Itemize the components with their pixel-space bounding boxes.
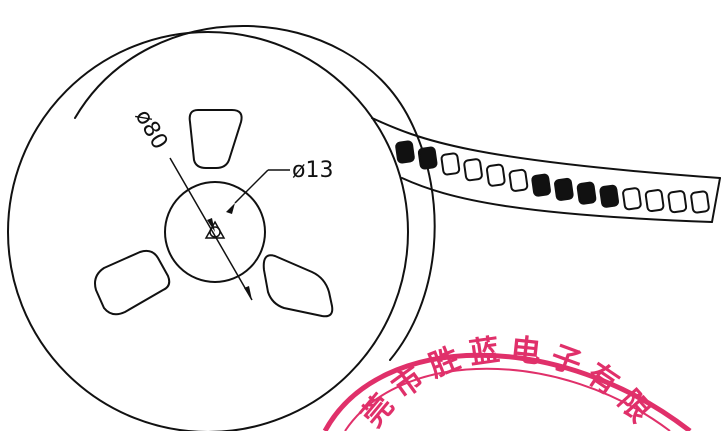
tape-pocket-empty	[690, 190, 710, 214]
tape-pocket-empty	[440, 152, 461, 176]
stamp-ring-inner	[344, 367, 671, 431]
tape-bottom-edge	[401, 177, 713, 223]
reel-back-flange	[74, 25, 436, 361]
stamp-ring-outer	[322, 352, 692, 431]
tape-pocket-empty	[485, 163, 506, 187]
dimension-arrow-hub	[226, 203, 235, 214]
tape-pocket-empty	[463, 158, 483, 182]
company-seal-stamp: 莞市胜蓝电子有限	[322, 332, 692, 431]
dimension-arrow-top	[207, 218, 215, 232]
reel-front-flange	[7, 31, 409, 431]
carrier-tape	[371, 117, 721, 223]
tape-pocket-filled	[554, 177, 574, 201]
tape-pocket-empty	[667, 190, 688, 214]
stamp-char: 电	[509, 332, 542, 370]
hub-diameter-label: ø13	[292, 158, 333, 183]
reel-window-right	[262, 254, 334, 318]
dimension-arrow-bottom	[244, 286, 252, 300]
stamp-char: 有	[581, 357, 625, 403]
stamp-char: 蓝	[467, 333, 502, 372]
tape-pocket-empty	[622, 187, 642, 211]
stamp-char: 莞	[355, 388, 401, 431]
reel-hub	[164, 181, 266, 283]
tape-pocket-filled	[417, 146, 438, 170]
stamp-char: 市	[386, 360, 431, 406]
tape-top-edge	[371, 117, 721, 179]
reel-window-left	[94, 249, 171, 316]
tape-pocket-filled	[576, 181, 597, 205]
tape-pocket-filled	[531, 173, 551, 197]
tape-pocket-empty	[508, 168, 529, 192]
hub-dimension-line	[234, 169, 269, 204]
tape-end-edge	[711, 177, 721, 223]
reel-window-top	[188, 109, 243, 169]
tape-pocket-empty	[644, 189, 665, 213]
outer-diameter-label: ø80	[130, 106, 172, 154]
outer-dimension-line	[169, 157, 253, 301]
tape-pockets	[395, 140, 710, 214]
stamp-char: 胜	[424, 341, 465, 385]
tape-pocket-filled	[599, 184, 620, 208]
tape-pocket-filled	[395, 140, 415, 164]
stamp-char: 限	[611, 384, 657, 430]
